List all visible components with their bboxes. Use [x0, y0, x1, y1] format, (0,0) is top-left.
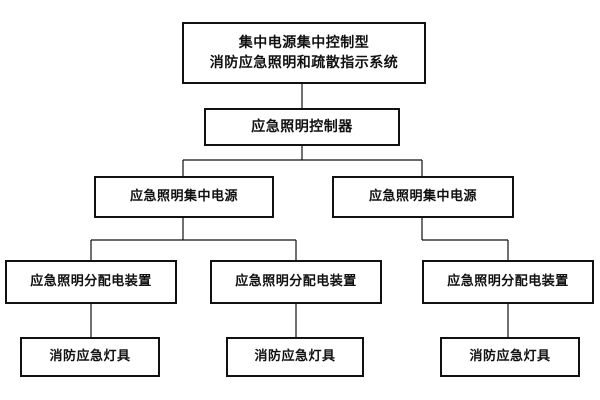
node-power-supply-1-label: 应急照明集中电源	[129, 189, 238, 204]
node-lamp-3: 消防应急灯具	[440, 337, 580, 377]
node-distribution-device-3-label: 应急照明分配电装置	[447, 274, 569, 289]
node-system-root-line2: 消防应急照明和疏散指示系统	[209, 55, 399, 71]
node-lamp-1-label: 消防应急灯具	[49, 349, 131, 364]
node-system-root-line1: 集中电源集中控制型	[238, 35, 370, 51]
node-lamp-1: 消防应急灯具	[20, 337, 160, 377]
node-system-root: 集中电源集中控制型 消防应急照明和疏散指示系统	[182, 22, 426, 84]
node-lamp-3-label: 消防应急灯具	[469, 349, 551, 364]
node-controller: 应急照明控制器	[204, 108, 400, 146]
node-lamp-2-label: 消防应急灯具	[254, 349, 336, 364]
node-distribution-device-1: 应急照明分配电装置	[5, 260, 177, 304]
node-distribution-device-2: 应急照明分配电装置	[210, 260, 382, 304]
node-power-supply-1: 应急照明集中电源	[94, 176, 274, 218]
node-distribution-device-1-label: 应急照明分配电装置	[30, 274, 152, 289]
node-power-supply-2-label: 应急照明集中电源	[368, 189, 477, 204]
node-power-supply-2: 应急照明集中电源	[332, 176, 514, 218]
node-distribution-device-3: 应急照明分配电装置	[422, 260, 594, 304]
node-distribution-device-2-label: 应急照明分配电装置	[235, 274, 357, 289]
node-lamp-2: 消防应急灯具	[226, 337, 364, 377]
node-controller-label: 应急照明控制器	[251, 119, 353, 135]
